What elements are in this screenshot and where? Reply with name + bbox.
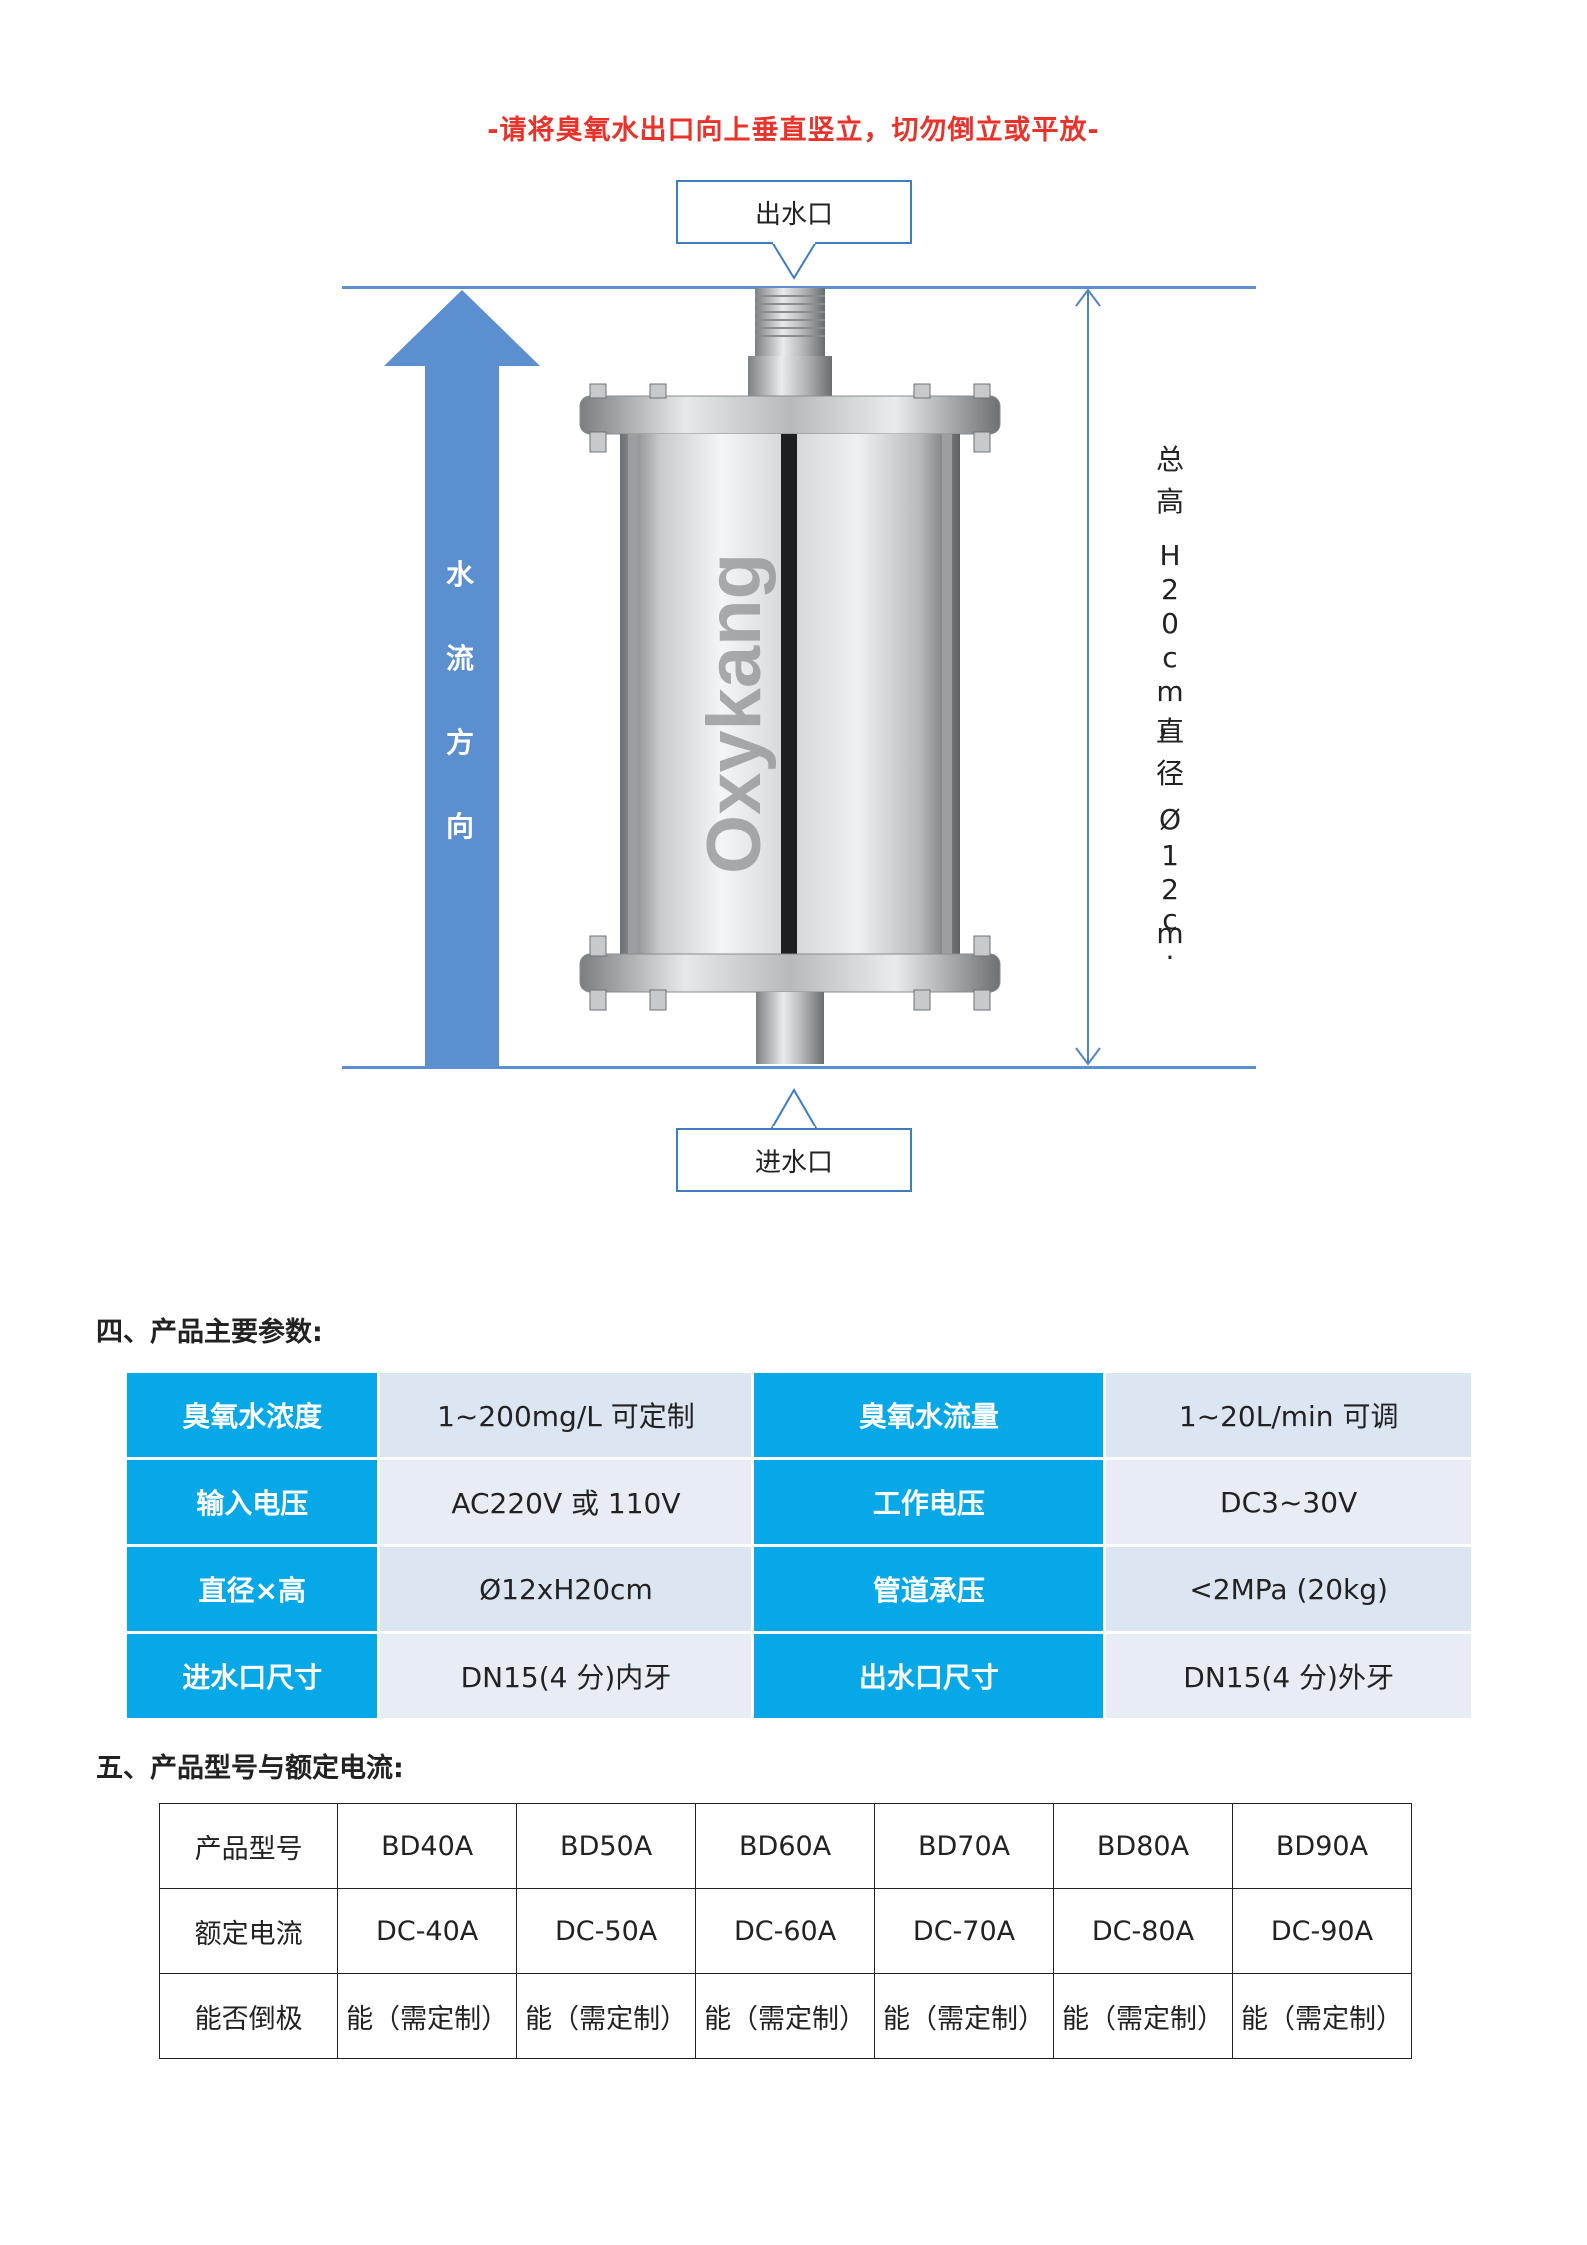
param-value: DN15(4 分)内牙 [377, 1631, 755, 1721]
model-cell: 能（需定制） [874, 1973, 1054, 2059]
params-row: 直径×高 Ø12xH20cm 管道承压 <2MPa (20kg) [123, 1544, 1474, 1634]
model-cell: BD70A [874, 1803, 1054, 1889]
param-value: Ø12xH20cm [377, 1544, 755, 1634]
param-label: 臭氧水流量 [751, 1370, 1107, 1460]
params-row: 输入电压 AC220V 或 110V 工作电压 DC3~30V [123, 1457, 1474, 1547]
param-label: 输入电压 [123, 1457, 381, 1547]
bottom-guide-line [342, 1066, 1256, 1069]
section4-title: 四、产品主要参数: [96, 1317, 323, 1348]
orientation-warning: -请将臭氧水出口向上垂直竖立，切勿倒立或平放- [487, 115, 1100, 146]
param-value: 1~200mg/L 可定制 [377, 1370, 755, 1460]
dimension-char: m [1156, 917, 1184, 950]
param-label: 工作电压 [751, 1457, 1107, 1547]
dimension-char: 高 [1155, 485, 1184, 518]
model-cell: DC-80A [1053, 1888, 1233, 1974]
flow-char: 方 [445, 726, 474, 759]
model-cell: DC-60A [695, 1888, 876, 1974]
param-label: 管道承压 [751, 1544, 1107, 1634]
dimension-char: H [1159, 539, 1181, 572]
model-cell: 能（需定制） [1053, 1973, 1233, 2059]
model-cell: BD60A [695, 1803, 876, 1889]
outlet-pointer-icon [770, 242, 818, 280]
dimension-char: . [1165, 933, 1175, 966]
dimension-char: 1 [1161, 839, 1179, 872]
params-table: 臭氧水浓度 1~200mg/L 可定制 臭氧水流量 1~20L/min 可调 输… [123, 1370, 1474, 1721]
param-value: AC220V 或 110V [377, 1457, 755, 1547]
params-row: 进水口尺寸 DN15(4 分)内牙 出水口尺寸 DN15(4 分)外牙 [123, 1631, 1474, 1721]
outlet-label: 出水口 [754, 199, 833, 230]
inlet-label-box: 进水口 [676, 1128, 912, 1192]
model-cell: BD50A [516, 1803, 697, 1889]
dimension-char: 0 [1161, 607, 1179, 640]
flow-char: 水 [445, 558, 474, 591]
model-cell: DC-70A [874, 1888, 1054, 1974]
model-cell: DC-40A [337, 1888, 518, 1974]
outlet-label-box: 出水口 [676, 180, 912, 244]
model-cell: 能（需定制） [516, 1973, 697, 2059]
model-cell: 能（需定制） [695, 1973, 876, 2059]
inlet-label: 进水口 [754, 1147, 833, 1178]
model-cell: 能（需定制） [1231, 1973, 1413, 2059]
model-cell: DC-90A [1231, 1888, 1413, 1974]
flow-direction-arrow-icon [384, 290, 540, 1066]
param-label: 直径×高 [123, 1544, 381, 1634]
model-cell: DC-50A [516, 1888, 697, 1974]
model-cell: BD40A [337, 1803, 518, 1889]
param-label: 臭氧水浓度 [123, 1370, 381, 1460]
top-guide-line [342, 286, 1256, 289]
dimension-char: c [1162, 641, 1178, 674]
dimension-char: m [1156, 675, 1184, 708]
model-cell: 能（需定制） [337, 1973, 518, 2059]
inlet-pointer-icon [770, 1088, 818, 1130]
param-value: DC3~30V [1103, 1457, 1474, 1547]
dimension-char: 2 [1161, 573, 1179, 606]
param-value: <2MPa (20kg) [1103, 1544, 1474, 1634]
model-cell: BD90A [1231, 1803, 1413, 1889]
model-cell: 额定电流 [158, 1888, 339, 1974]
params-row: 臭氧水浓度 1~200mg/L 可定制 臭氧水流量 1~20L/min 可调 [123, 1370, 1474, 1460]
param-label: 出水口尺寸 [751, 1631, 1107, 1721]
models-row: 额定电流 DC-40A DC-50A DC-60A DC-70A DC-80A … [158, 1888, 1413, 1974]
ozone-generator-image: Oxykang [579, 288, 1001, 1064]
dimension-char: 直 [1155, 715, 1184, 748]
models-table: 产品型号 BD40A BD50A BD60A BD70A BD80A BD90A… [158, 1803, 1413, 2059]
model-cell: 产品型号 [158, 1803, 339, 1889]
section5-title: 五、产品型号与额定电流: [96, 1753, 404, 1784]
models-row: 能否倒极 能（需定制） 能（需定制） 能（需定制） 能（需定制） 能（需定制） … [158, 1973, 1413, 2059]
height-dimension-arrow-icon [1075, 288, 1101, 1066]
flow-char: 流 [445, 642, 474, 675]
param-value: 1~20L/min 可调 [1103, 1370, 1474, 1460]
dimension-char: 总 [1155, 443, 1184, 476]
param-value: DN15(4 分)外牙 [1103, 1631, 1474, 1721]
models-row: 产品型号 BD40A BD50A BD60A BD70A BD80A BD90A [158, 1803, 1413, 1889]
flow-char: 向 [445, 810, 474, 843]
dimension-char: 2 [1161, 873, 1179, 906]
dimension-char: ， [1155, 709, 1184, 742]
dimension-char: c [1162, 903, 1178, 936]
dimension-char: 径 [1155, 757, 1184, 790]
model-cell: 能否倒极 [158, 1973, 339, 2059]
model-cell: BD80A [1053, 1803, 1233, 1889]
brand-text: Oxykang [692, 553, 777, 874]
param-label: 进水口尺寸 [123, 1631, 381, 1721]
dimension-char: Ø [1158, 803, 1182, 836]
